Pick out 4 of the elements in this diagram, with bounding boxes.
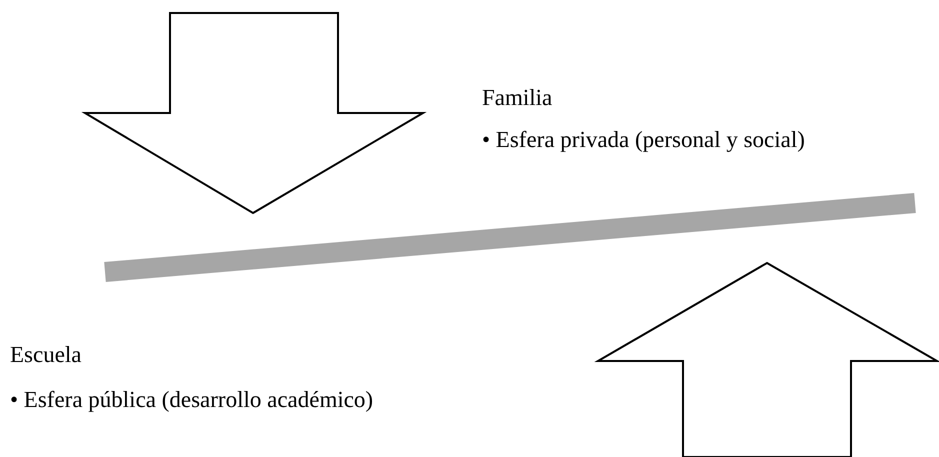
heading: Escuela: [10, 341, 82, 369]
bullet-text: • Esfera privada (personal y social): [482, 126, 805, 154]
bullet-text: • Esfera pública (desarrollo académico): [10, 386, 374, 414]
heading: Familia: [482, 84, 552, 112]
